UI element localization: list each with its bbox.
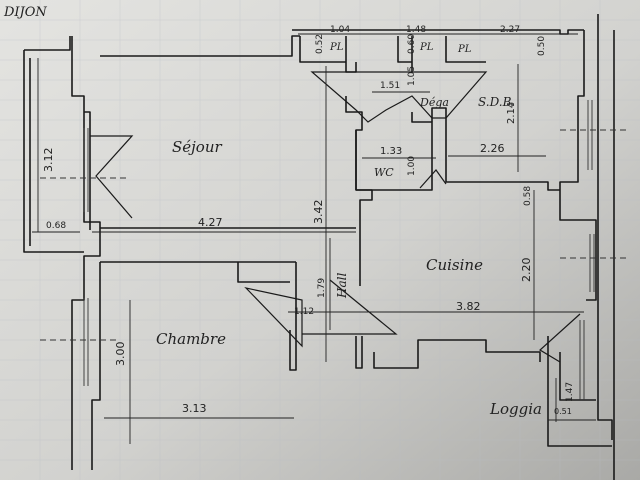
cuisine-bottom-wall — [373, 339, 541, 369]
left-outer-wall — [71, 36, 101, 470]
dimension-lines — [32, 33, 596, 444]
room-label-sdb: S.D.B. — [478, 95, 515, 109]
dim-1-79: 1.79 — [317, 278, 327, 298]
dega-walls — [431, 107, 560, 191]
city-label: DIJON — [3, 5, 47, 20]
dim-3-82: 3.82 — [456, 300, 481, 313]
dim-0-58: 0.58 — [523, 186, 533, 206]
room-label-hall: Hall — [335, 273, 349, 299]
hall-walls — [355, 336, 363, 369]
room-labels: DIJON Séjour Chambre Cuisine S.D.B. WC D… — [3, 5, 542, 418]
dimension-labels: 3.12 0.68 4.27 3.42 1.79 1.12 3.00 3.13 … — [42, 25, 575, 416]
dim-3-13: 3.13 — [182, 402, 207, 415]
room-label-chambre: Chambre — [156, 330, 226, 348]
room-label-pl-3: PL — [457, 44, 472, 55]
balcony-frame — [23, 36, 78, 253]
wc-walls — [355, 112, 433, 191]
room-label-pl-1: PL — [329, 42, 344, 53]
dim-1-48: 1.48 — [406, 25, 426, 35]
room-label-loggia: Loggia — [489, 400, 542, 418]
dim-1-05: 1.05 — [407, 66, 417, 86]
dim-1-12: 1.12 — [294, 307, 314, 317]
chambre-walls — [237, 262, 297, 371]
dim-1-47: 1.47 — [565, 382, 575, 402]
dim-0-50: 0.50 — [537, 36, 547, 56]
dim-1-04: 1.04 — [330, 25, 350, 35]
sejour-window-swing — [90, 135, 134, 219]
hall-door-swing — [302, 279, 398, 335]
dim-2-14: 2.14 — [506, 102, 517, 124]
room-label-dega: Déga — [419, 96, 449, 109]
pl-closet-2 — [397, 36, 413, 72]
wc-door-swing — [419, 169, 447, 189]
dim-0-68: 0.68 — [46, 221, 66, 231]
right-outer-edge — [597, 14, 613, 440]
dim-2-27: 2.27 — [500, 25, 520, 35]
dim-1-51: 1.51 — [380, 81, 400, 91]
dim-3-12: 3.12 — [42, 148, 55, 173]
pl-closet-3 — [445, 36, 486, 63]
door-swings — [90, 71, 581, 363]
dim-2-20: 2.20 — [520, 258, 533, 283]
sejour-top-wall — [100, 35, 300, 57]
top-wall-inner — [299, 36, 346, 63]
chambre-left-wall — [91, 262, 101, 470]
cuisine-walls — [356, 189, 373, 286]
room-label-pl-2: PL — [419, 42, 434, 53]
left-inner-line — [78, 222, 91, 253]
room-label-cuisine: Cuisine — [426, 256, 483, 274]
dim-0-51: 0.51 — [554, 407, 572, 416]
right-outer-wall — [559, 30, 597, 301]
dim-1-00: 1.00 — [407, 156, 417, 176]
sejour-bottom-wall — [100, 227, 356, 263]
dim-1-33: 1.33 — [380, 146, 402, 157]
room-label-sejour: Séjour — [172, 138, 222, 156]
room-label-wc: WC — [374, 166, 394, 179]
dega-door-swing — [310, 71, 488, 123]
dim-0-52: 0.52 — [315, 34, 325, 54]
dim-3-00: 3.00 — [114, 342, 127, 367]
dim-2-26: 2.26 — [480, 142, 505, 155]
dim-4-27: 4.27 — [198, 216, 223, 229]
dim-0-60: 0.60 — [407, 34, 417, 54]
chambre-door-swing — [244, 287, 303, 348]
window-lines — [40, 100, 630, 400]
cuisine-door-swing — [538, 313, 581, 363]
dim-3-42: 3.42 — [312, 200, 325, 225]
